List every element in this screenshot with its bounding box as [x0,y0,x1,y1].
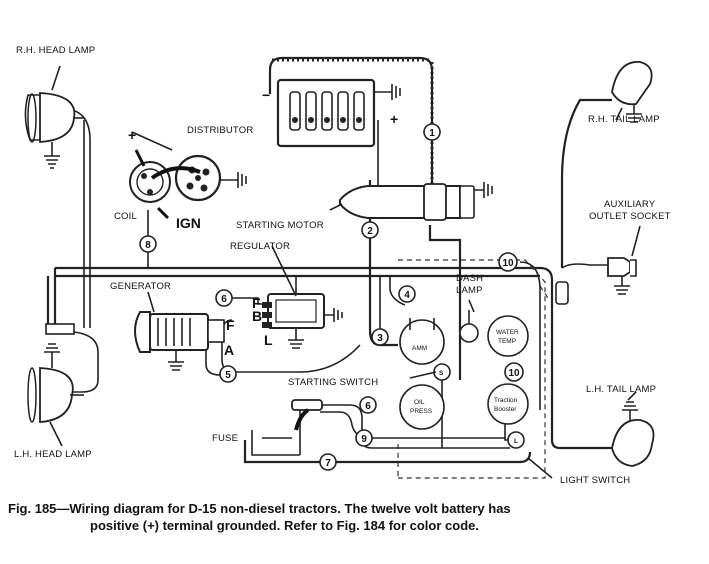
label-reg-f: F [252,295,261,311]
switch-letter-light: L [514,438,518,445]
svg-text:9: 9 [361,434,367,445]
label-distributor: DISTRIBUTOR [187,125,253,136]
label-regulator: REGULATOR [230,241,290,252]
wire-number-5: 5 [219,365,237,383]
ammeter [399,319,445,365]
label-gen-f: F [226,317,235,333]
label-auxiliary-2: OUTLET SOCKET [589,211,671,222]
battery [276,78,401,148]
water-temp-gauge [487,315,529,357]
gauge-text-press: PRESS [410,408,433,415]
svg-text:3: 3 [377,333,383,344]
lh-tail-lamp [611,391,655,467]
label-dash-lamp-2: LAMP [456,285,483,296]
lh-head-lamp [27,343,84,447]
gauge-text-traction: Traction [494,397,518,404]
wire-number-9: 9 [355,429,373,447]
svg-text:1: 1 [429,128,435,139]
gauge-labels: AMM WATER TEMP OIL PRESS Traction Booste… [410,329,519,445]
fuse [262,399,323,439]
component-labels: R.H. HEAD LAMP DISTRIBUTOR COIL IGN + − … [14,45,671,486]
label-coil-plus: + [128,127,136,143]
wire-number-6b: 6 [359,396,377,414]
label-gen-a: A [224,342,234,358]
label-lh-tail-lamp: L.H. TAIL LAMP [586,384,656,395]
dash-lamp-bulb [459,323,479,343]
label-auxiliary-1: AUXILIARY [604,199,656,210]
diagram-canvas: R.H. HEAD LAMP DISTRIBUTOR COIL IGN + − … [14,45,671,486]
svg-text:6: 6 [365,401,371,412]
traction-booster-gauge [487,383,529,425]
rh-tail-lamp [611,61,653,123]
gauge-cluster [399,299,553,479]
figure-caption: Fig. 185—Wiring diagram for D-15 non-die… [8,500,702,534]
caption-line-1: Fig. 185—Wiring diagram for D-15 non-die… [8,501,511,516]
svg-text:7: 7 [325,458,331,469]
wire-number-2: 2 [361,221,379,239]
gauge-text-amm: AMM [412,345,427,352]
wire-number-1: 1 [423,123,441,141]
svg-text:10: 10 [502,258,514,269]
gauge-text-water: WATER [496,329,519,336]
coil-distributor [129,131,247,220]
label-generator: GENERATOR [110,281,171,292]
label-reg-b: B [252,308,262,324]
svg-text:4: 4 [404,290,410,301]
label-dash-lamp-1: DASH [456,273,483,284]
regulator [262,245,343,349]
wire-number-7: 7 [319,453,337,471]
generator [134,291,225,371]
label-starting-motor: STARTING MOTOR [236,220,324,231]
wire-number-8: 8 [139,235,157,253]
wire-number-6a: 6 [215,289,233,307]
label-fuse: FUSE [212,433,238,444]
wire-number-10b: 10 [504,362,524,382]
light-switch [507,431,525,449]
switch-letter-starting: S [439,370,444,377]
label-light-switch: LIGHT SWITCH [560,475,630,486]
wire-number-4: 4 [398,285,416,303]
label-battery-plus: + [390,111,398,127]
wire-number-3: 3 [371,328,389,346]
wire-number-10a: 10 [498,252,518,272]
svg-text:2: 2 [367,226,373,237]
label-starting-switch: STARTING SWITCH [288,377,378,388]
svg-text:5: 5 [225,370,231,381]
label-rh-tail-lamp: R.H. TAIL LAMP [588,114,660,125]
label-ign: IGN [176,215,201,231]
label-coil: COIL [114,211,137,222]
gauge-text-booster: Booster [494,406,517,413]
gauge-text-oil: OIL [414,399,425,406]
starting-motor [329,182,493,221]
svg-text:6: 6 [221,294,227,305]
label-rh-head-lamp: R.H. HEAD LAMP [16,45,95,56]
label-lh-head-lamp: L.H. HEAD LAMP [14,449,92,460]
wire-numbers: 1 2 3 4 5 6 6 7 8 9 10 10 [139,123,524,471]
auxiliary-outlet-socket [607,225,641,295]
rh-head-lamp [24,65,84,169]
label-battery-minus: − [262,87,270,103]
svg-text:8: 8 [145,240,151,251]
oil-press-gauge [399,384,445,430]
svg-text:10: 10 [508,368,520,379]
caption-line-2: positive (+) terminal grounded. Refer to… [90,518,479,533]
label-reg-l: L [264,332,273,348]
gauge-text-temp: TEMP [498,338,516,345]
